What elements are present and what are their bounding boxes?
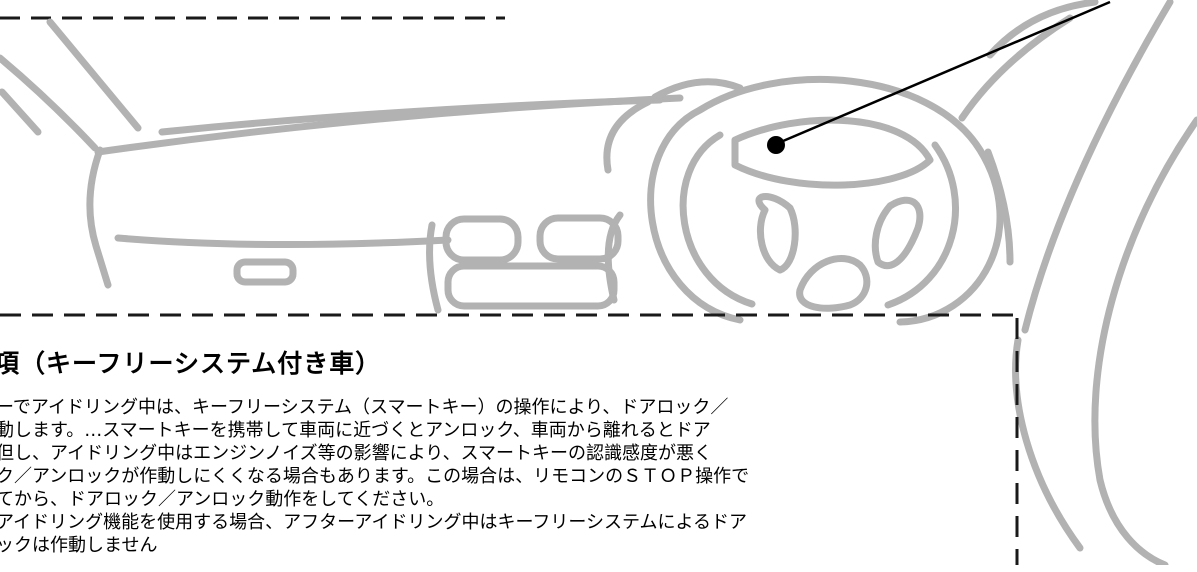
- steering-wheel-inner-left: [679, 131, 756, 308]
- notice-line: アイドリング機能を使用する場合、アフターアイドリング中はキーフリーシステムによる…: [0, 512, 747, 533]
- right-door-edge: [1021, 0, 1174, 334]
- dash-crease-line: [158, 96, 664, 136]
- right-pillar-arc: [986, 0, 1099, 59]
- notice-line: てから、ドアロック／アンロック動作をしてください。: [0, 489, 445, 510]
- right-pillar-inner: [958, 14, 1074, 122]
- dash-left-face: [86, 146, 112, 289]
- spoke-left: [755, 193, 799, 274]
- left-window-line: [0, 88, 42, 136]
- steering-wheel-rim: [647, 76, 1004, 326]
- glovebox-right-edge: [426, 221, 442, 314]
- steering-hub: [731, 116, 934, 189]
- cluster-left: [604, 211, 624, 304]
- spoke-right: [871, 196, 924, 270]
- column-shroud: [651, 78, 744, 101]
- dash-lower-line: [114, 234, 452, 249]
- notice-line: ックは作動しません: [0, 535, 158, 556]
- center-panel: [444, 262, 618, 310]
- notice-line: ク／アンロックが作動しにくくなる場合もあります。この場合は、リモコンのＳＴＯＰ操…: [0, 466, 750, 487]
- spoke-bottom: [796, 255, 871, 312]
- pointer-line: [775, 0, 1111, 146]
- a-pillar-line-outer: [46, 18, 142, 132]
- notice-line: ーでアイドリング中は、キーフリーシステム（スマートキー）の操作により、ドアロック…: [0, 397, 729, 418]
- dash-top-edge: [94, 94, 684, 156]
- notice-box: 項（キーフリーシステム付き車） ーでアイドリング中は、キーフリーシステム（スマー…: [0, 312, 1025, 572]
- notice-title: 項（キーフリーシステム付き車）: [0, 349, 382, 378]
- right-door-curve: [1091, 116, 1197, 565]
- notice-line: 但し、アイドリング中はエンジンノイズ等の影響により、スマートキーの認識感度が悪く: [0, 443, 713, 464]
- center-vent-right: [536, 214, 622, 263]
- right-mirror-sweep: [984, 148, 1014, 266]
- steering-wheel-inner-right: [884, 141, 959, 309]
- notice-body: ーでアイドリング中は、キーフリーシステム（スマートキー）の操作により、ドアロック…: [0, 396, 1001, 557]
- small-vent: [233, 258, 297, 286]
- a-pillar-line-inner: [0, 54, 99, 152]
- pointer-dot: [767, 136, 785, 154]
- cluster-hood: [603, 98, 652, 174]
- notice-line: 動します。…スマートキーを携帯して車両に近づくとアンロック、車両から離れるとドア: [0, 420, 711, 441]
- center-vent-left: [442, 215, 522, 264]
- right-door-lower: [1012, 336, 1084, 552]
